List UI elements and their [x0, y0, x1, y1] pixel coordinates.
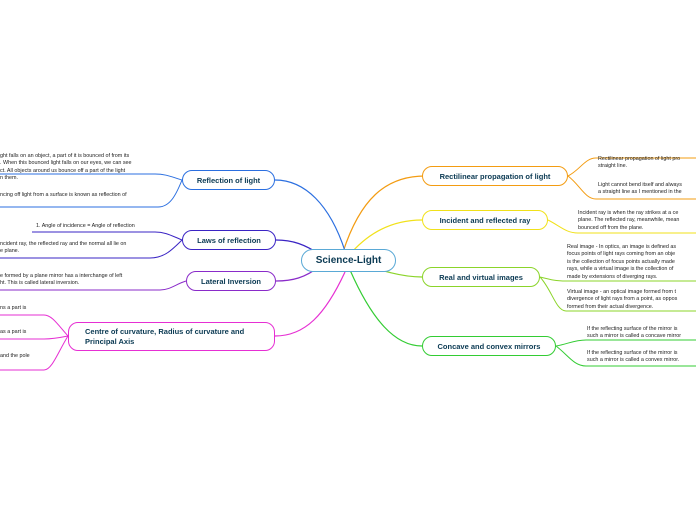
link-laws-note-2 [0, 239, 183, 259]
note-line: and the pole [0, 353, 30, 359]
note-line: Real image - In optics, an image is defi… [567, 244, 677, 250]
note-line: formed from their actual divergence. [567, 303, 654, 310]
note-line: is the collection of focus points actual… [567, 258, 675, 265]
note-line: as a part is [0, 329, 27, 335]
note-line: made by extensions of diverging rays. [567, 273, 658, 280]
link-real-note-2 [539, 276, 696, 312]
link-concave-note-2 [555, 345, 696, 367]
branch-label: Lateral Inversion [200, 276, 262, 286]
note-convex-mirror[interactable]: If the reflecting surface of the mirror … [587, 350, 696, 365]
root-label: Science-Light [315, 255, 382, 266]
note-real-image[interactable]: Real image - In optics, an image is defi… [567, 244, 696, 281]
note-line: n them. [0, 175, 18, 182]
link-centre-note-1 [0, 314, 69, 337]
link-real-note-1 [539, 276, 696, 282]
link-concave-note-1 [555, 339, 696, 347]
branch-label: Laws of reflection [197, 235, 261, 245]
link-reflection [274, 179, 346, 252]
branch-rectilinear-propagation[interactable]: Rectilinear propagation of light [422, 166, 568, 186]
link-centre-note-3 [0, 335, 69, 371]
link-reflection-note-1 [0, 173, 183, 181]
note-line: plane. The reflected ray, meanwhile, mea… [578, 217, 680, 224]
note-line: Light cannot bend itself and always [598, 182, 682, 188]
note-rectilinear-1[interactable]: Rectilinear propagation of light pro str… [598, 156, 696, 171]
root-node[interactable]: Science-Light [301, 249, 396, 272]
note-line: such a mirror is called a convex mirror. [587, 357, 680, 364]
branch-centre-of-curvature[interactable]: Centre of curvature, Radius of curvature… [68, 322, 275, 351]
note-line: straight line. [598, 163, 628, 170]
note-line: If the reflecting surface of the mirror … [587, 326, 678, 332]
link-laws-note-1 [32, 231, 183, 241]
link-centre-note-2 [0, 335, 69, 340]
link-lateral-note-1 [0, 280, 187, 291]
note-line: ght falls on an object, a part of it is … [0, 153, 130, 159]
note-virtual-image[interactable]: Virtual image - an optical image formed … [567, 289, 696, 311]
note-line: Incident ray is when the ray strikes at … [578, 210, 679, 216]
note-incident-1[interactable]: Incident ray is when the ray strikes at … [578, 210, 696, 232]
note-line: such a mirror is called a concave mirror [587, 333, 682, 340]
note-line: ncident ray, the reflected ray and the n… [0, 241, 127, 247]
note-rectilinear-2[interactable]: Light cannot bend itself and always a st… [598, 182, 696, 197]
link-incident [351, 219, 423, 253]
branch-laws-of-reflection[interactable]: Laws of reflection [182, 230, 276, 250]
branch-real-virtual-images[interactable]: Real and virtual images [422, 267, 540, 287]
note-line: 1. Angle of incidence = Angle of reflect… [36, 223, 135, 229]
link-reflection-note-2 [0, 179, 183, 208]
note-line: e formed by a plane mirror has a interch… [0, 273, 123, 279]
note-reflection-2[interactable]: ncing off light from a surface is known … [0, 192, 158, 199]
note-laws-1[interactable]: 1. Angle of incidence = Angle of reflect… [36, 223, 166, 230]
note-reflection-1[interactable]: ght falls on an object, a part of it is … [0, 153, 158, 183]
branch-label: Real and virtual images [439, 272, 523, 282]
note-lateral-1[interactable]: e formed by a plane mirror has a interch… [0, 273, 160, 288]
note-line: ns a part is [0, 305, 27, 311]
branch-reflection-of-light[interactable]: Reflection of light [182, 170, 275, 190]
branch-label: Rectilinear propagation of light [439, 171, 551, 181]
link-rectilinear-note-2 [567, 175, 696, 200]
branch-label: Centre of curvature, Radius of curvature… [85, 326, 245, 346]
note-line: divergence of light rays from a point, a… [567, 296, 678, 303]
link-incident-note-1 [547, 219, 696, 234]
note-line: a straight line as I mentioned in the [598, 189, 682, 196]
branch-concave-convex-mirrors[interactable]: Concave and convex mirrors [422, 336, 556, 356]
note-line: Virtual image - an optical image formed … [567, 289, 676, 295]
note-line: focus points of light rays coming from a… [567, 251, 676, 258]
branch-label: Reflection of light [196, 175, 261, 185]
note-centre-1[interactable]: ns a part is [0, 305, 44, 312]
note-line: If the reflecting surface of the mirror … [587, 350, 678, 356]
note-line: e plane. [0, 248, 20, 255]
note-line: ct. All objects around us bounce off a p… [0, 167, 126, 174]
note-line: ncing off light from a surface is known … [0, 192, 127, 198]
link-rectilinear [342, 175, 426, 253]
note-laws-2[interactable]: ncident ray, the reflected ray and the n… [0, 241, 158, 256]
link-centre [274, 271, 346, 337]
note-line: bounced off from the plane. [578, 224, 644, 231]
link-rectilinear-note-1 [567, 157, 696, 177]
note-line: rays, while a virtual image is the colle… [567, 266, 674, 273]
note-line: . When this bounced light falls on our e… [0, 160, 132, 167]
branch-incident-reflected-ray[interactable]: Incident and reflected ray [422, 210, 548, 230]
branch-label: Incident and reflected ray [439, 215, 531, 225]
note-concave-mirror[interactable]: If the reflecting surface of the mirror … [587, 326, 696, 341]
note-centre-2[interactable]: as a part is [0, 329, 44, 336]
branch-lateral-inversion[interactable]: Lateral Inversion [186, 271, 276, 291]
link-concave-convex [349, 269, 423, 347]
note-line: Rectilinear propagation of light pro [598, 156, 681, 162]
branch-label: Concave and convex mirrors [437, 341, 541, 351]
note-centre-3[interactable]: and the pole [0, 353, 44, 360]
note-line: ht. This is called lateral inversion. [0, 280, 80, 287]
